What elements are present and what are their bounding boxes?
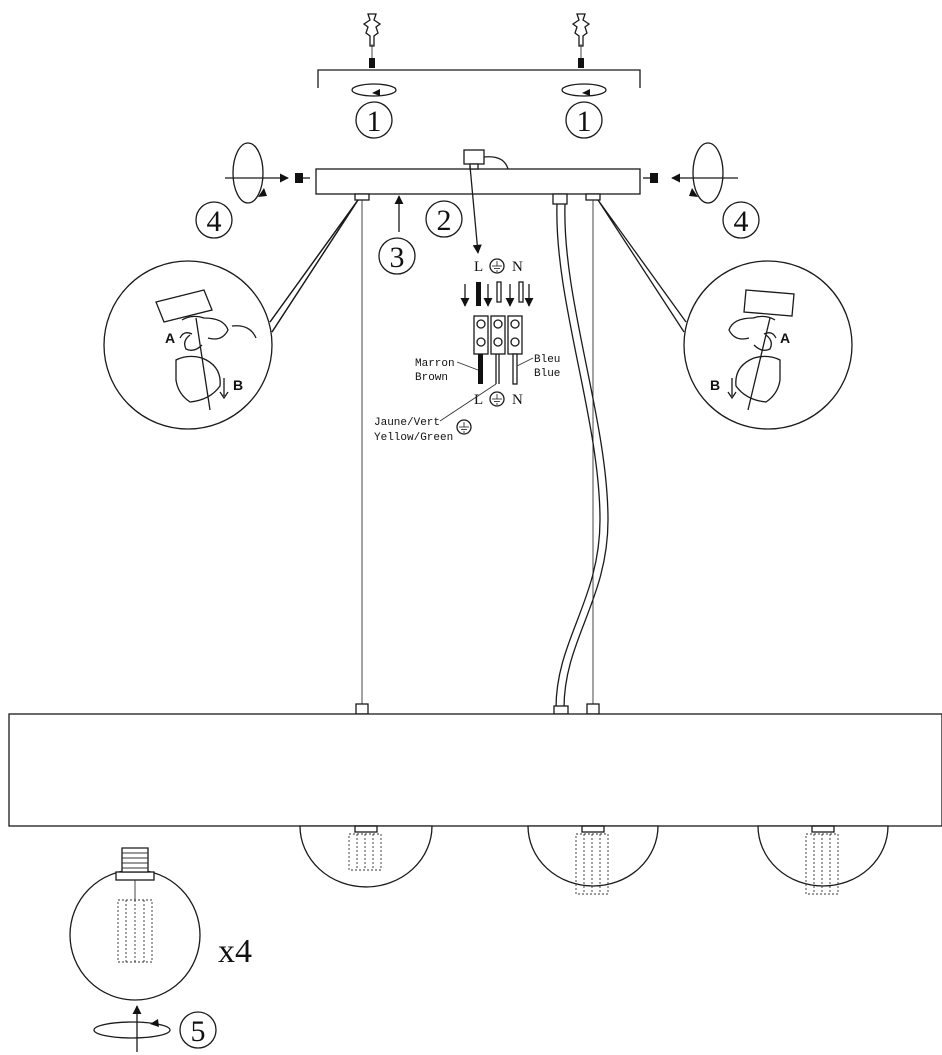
light-bulb-icon — [69, 847, 201, 1001]
light-bulb-icon — [527, 825, 659, 895]
rotate-arrow-icon — [561, 83, 607, 97]
step-5: 5 — [179, 1011, 217, 1049]
step-4-right: 4 — [722, 201, 760, 239]
rotate-arrow-icon — [93, 1019, 171, 1039]
screw-icon — [643, 173, 658, 183]
wall-plug-icon — [571, 13, 591, 58]
suspension-cable-right — [586, 200, 600, 715]
svg-text:N: N — [512, 392, 523, 408]
detail-bubble-left: A B — [103, 199, 359, 430]
earth-symbol-icon — [456, 419, 472, 435]
earth-symbol-icon — [489, 258, 505, 274]
hand-icon — [728, 289, 795, 411]
svg-text:1: 1 — [577, 105, 592, 138]
svg-text:Jaune/Vert: Jaune/Vert — [374, 417, 440, 429]
svg-text:4: 4 — [207, 205, 222, 238]
hand-icon — [155, 289, 257, 411]
svg-text:Blue: Blue — [534, 368, 560, 380]
screw-icon — [295, 173, 310, 183]
detail-bubble-right: A B — [597, 199, 853, 430]
svg-text:B: B — [710, 377, 720, 393]
svg-text:4: 4 — [734, 205, 749, 238]
svg-text:Bleu: Bleu — [534, 354, 560, 366]
svg-text:Yellow/Green: Yellow/Green — [374, 432, 453, 444]
wiring-diagram: L N L — [374, 258, 560, 444]
svg-text:A: A — [780, 330, 790, 346]
svg-text:1: 1 — [367, 105, 382, 138]
canopy-plate — [315, 149, 641, 205]
svg-text:L: L — [474, 392, 483, 408]
step-4-left: 4 — [195, 201, 233, 239]
rotate-arrow-icon — [232, 142, 267, 204]
svg-text:3: 3 — [390, 241, 405, 274]
svg-text:N: N — [512, 259, 523, 275]
earth-symbol-icon — [489, 391, 505, 407]
svg-text:A: A — [165, 330, 175, 346]
light-bulb-icon — [757, 825, 889, 895]
svg-text:B: B — [233, 377, 243, 393]
pointer-arrow-icon — [469, 165, 482, 254]
svg-text:Marron: Marron — [415, 358, 455, 370]
power-cord — [553, 203, 609, 715]
rotate-arrow-icon — [689, 142, 724, 204]
suspension-cable-left — [355, 200, 369, 715]
bulb-quantity: x4 — [218, 933, 252, 970]
svg-text:L: L — [474, 259, 483, 275]
svg-text:5: 5 — [191, 1015, 206, 1048]
screw-icon — [369, 58, 375, 68]
svg-text:Brown: Brown — [415, 372, 448, 384]
step-3: 3 — [378, 237, 416, 275]
light-bulb-icon — [299, 825, 433, 888]
ceiling-bracket — [317, 69, 641, 88]
screw-icon — [578, 58, 584, 68]
wall-plug-icon — [362, 13, 382, 58]
step-1-left: 1 — [355, 101, 393, 139]
step-2: 2 — [425, 200, 463, 238]
rotate-arrow-icon — [351, 83, 397, 97]
step-1-right: 1 — [565, 101, 603, 139]
lamp-body — [8, 713, 942, 827]
svg-text:2: 2 — [437, 204, 452, 237]
